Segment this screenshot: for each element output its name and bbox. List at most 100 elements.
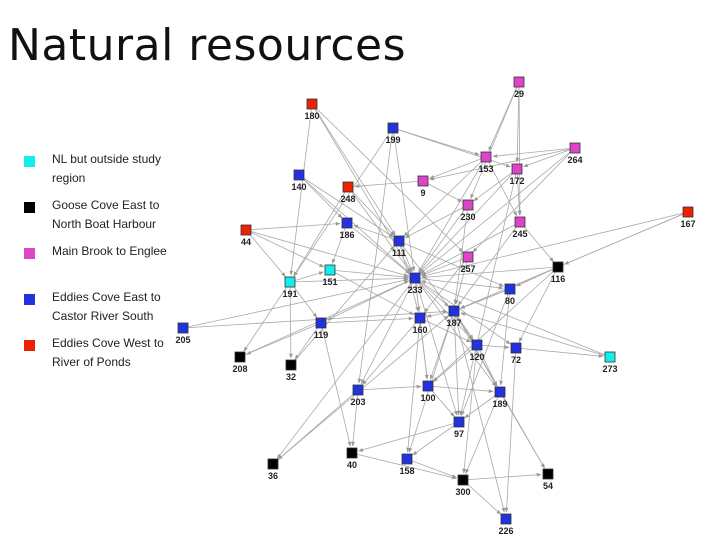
node-marker-186 — [341, 217, 353, 229]
node-label-187: 187 — [446, 318, 461, 328]
edge-273-187 — [460, 312, 611, 358]
node-label-116: 116 — [551, 274, 566, 284]
node-label-119: 119 — [314, 330, 329, 340]
node-158: 158 — [399, 453, 415, 476]
node-172: 172 — [509, 163, 525, 186]
node-marker-97 — [453, 416, 465, 428]
edge-264-233 — [420, 147, 576, 274]
edge-191-151 — [289, 271, 324, 283]
node-label-153: 153 — [478, 164, 493, 174]
edge-167-116 — [564, 211, 689, 265]
node-label-248: 248 — [340, 194, 355, 204]
node-label-9: 9 — [420, 188, 425, 198]
edge-160-100 — [419, 317, 429, 380]
node-40: 40 — [346, 447, 358, 470]
edge-160-120 — [419, 317, 472, 343]
edge-233-120 — [414, 277, 473, 341]
node-label-100: 100 — [420, 393, 435, 403]
legend-swatch-eddies-east — [24, 294, 35, 305]
node-label-189: 189 — [492, 399, 507, 409]
edge-245-116 — [519, 221, 554, 263]
legend-swatch-goose — [24, 202, 35, 213]
edge-116-80 — [515, 266, 559, 287]
legend-swatch-eddies-west — [24, 340, 35, 351]
node-230: 230 — [460, 199, 476, 222]
edge-80-97 — [461, 288, 511, 416]
edge-80-187 — [460, 288, 511, 309]
edge-264-172 — [523, 147, 576, 167]
edge-119-32 — [294, 322, 322, 360]
node-label-97: 97 — [454, 429, 464, 439]
legend-label-outside: NL but outside study region — [52, 152, 161, 185]
node-marker-140 — [293, 169, 305, 181]
node-label-233: 233 — [407, 285, 422, 295]
node-marker-167 — [682, 206, 694, 218]
node-marker-158 — [401, 453, 413, 465]
edge-44-191 — [245, 229, 286, 278]
edge-187-97 — [453, 310, 461, 416]
node-199: 199 — [385, 122, 401, 145]
node-label-186: 186 — [339, 230, 354, 240]
edge-233-97 — [414, 277, 458, 416]
node-label-80: 80 — [505, 296, 515, 306]
node-label-160: 160 — [412, 325, 427, 335]
edge-153-9 — [429, 156, 487, 179]
node-label-54: 54 — [543, 481, 553, 491]
edge-233-187 — [414, 277, 450, 307]
node-label-208: 208 — [232, 364, 247, 374]
edge-119-160 — [320, 316, 414, 324]
edge-233-72 — [414, 277, 511, 345]
edge-160-203 — [362, 317, 421, 386]
node-marker-153 — [480, 151, 492, 163]
edge-264-153 — [492, 147, 576, 158]
edge-151-233 — [329, 269, 409, 279]
node-label-273: 273 — [602, 364, 617, 374]
node-marker-111 — [393, 235, 405, 247]
edge-230-111 — [404, 204, 469, 239]
node-marker-32 — [285, 359, 297, 371]
edge-120-300 — [462, 344, 478, 474]
node-273: 273 — [602, 351, 618, 374]
node-label-151: 151 — [322, 277, 337, 287]
edge-120-100 — [433, 344, 478, 382]
legend-swatch-main — [24, 248, 35, 259]
node-marker-264 — [569, 142, 581, 154]
edge-153-111 — [403, 156, 487, 237]
node-marker-160 — [414, 312, 426, 324]
node-marker-36 — [267, 458, 279, 470]
legend-label-eddies-east: Eddies Cove East to Castor River South — [52, 290, 161, 323]
edge-72-226 — [504, 347, 517, 513]
node-marker-151 — [324, 264, 336, 276]
edge-40-300 — [351, 452, 457, 480]
edge-9-248 — [354, 180, 424, 189]
edge-248-191 — [293, 186, 349, 277]
node-marker-205 — [177, 322, 189, 334]
node-marker-257 — [462, 251, 474, 263]
node-label-167: 167 — [680, 219, 695, 229]
edge-44-233 — [245, 229, 409, 277]
edge-191-32 — [288, 281, 293, 359]
edge-158-300 — [406, 458, 457, 478]
node-label-264: 264 — [567, 155, 582, 165]
node-191: 191 — [282, 276, 298, 299]
edge-300-226 — [462, 479, 502, 515]
legend-item-eddies-east: Eddies Cove East to Castor River South — [22, 288, 182, 334]
edge-233-80 — [414, 277, 504, 290]
legend-label-eddies-west: Eddies Cove West to River of Ponds — [52, 336, 164, 369]
node-label-300: 300 — [455, 487, 470, 497]
node-264: 264 — [567, 142, 583, 165]
node-80: 80 — [504, 283, 516, 306]
edge-233-203 — [360, 277, 416, 385]
node-label-40: 40 — [347, 460, 357, 470]
node-120: 120 — [469, 339, 485, 362]
node-label-72: 72 — [511, 355, 521, 365]
edge-29-245 — [517, 81, 522, 216]
edge-29-172 — [515, 81, 520, 163]
edge-100-189 — [427, 385, 494, 393]
node-label-140: 140 — [291, 182, 306, 192]
edge-180-257 — [311, 103, 464, 253]
edge-97-40 — [358, 421, 460, 452]
edge-119-208 — [246, 322, 322, 355]
node-marker-120 — [471, 339, 483, 351]
node-marker-119 — [315, 317, 327, 329]
